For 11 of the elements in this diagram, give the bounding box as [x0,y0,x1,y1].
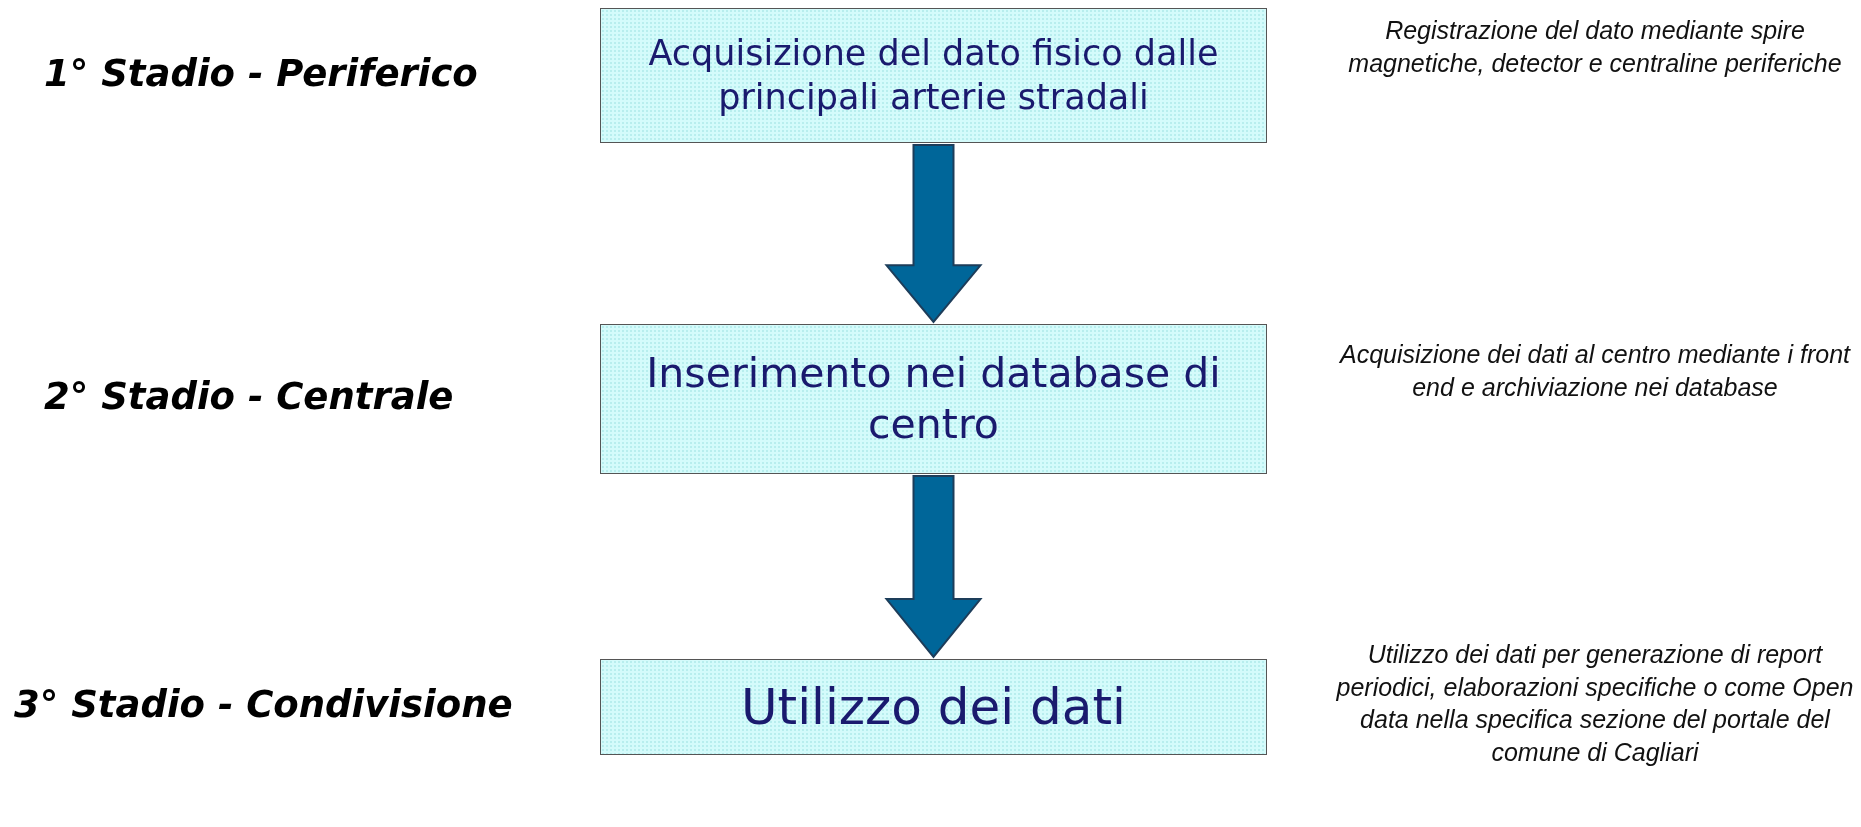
stage-label: 3° Stadio - Condivisione [14,683,513,726]
process-box: Utilizzo dei dati [600,659,1267,755]
description-text: Registrazione del dato mediante spire magnetiche, detector e centraline periferiche [1347,15,1843,79]
process-box: Inserimento nei database di centro [600,324,1267,474]
block-arrow [884,475,983,659]
process-box: Acquisizione del dato fisico dalle principali arterie stradali [600,8,1267,143]
stage-label: 1° Stadio - Periferico [44,51,478,95]
description-text: Acquisizione dei dati al centro mediante i front end e archiviazione nei database [1338,339,1852,403]
description-text: Utilizzo dei dati per generazione di report periodici, elaborazioni specifiche o come Open data nella specifica sezione del portale del comune di Cagliari [1335,639,1855,768]
stage-label: 2° Stadio - Centrale [44,375,454,418]
block-arrow [884,144,983,324]
